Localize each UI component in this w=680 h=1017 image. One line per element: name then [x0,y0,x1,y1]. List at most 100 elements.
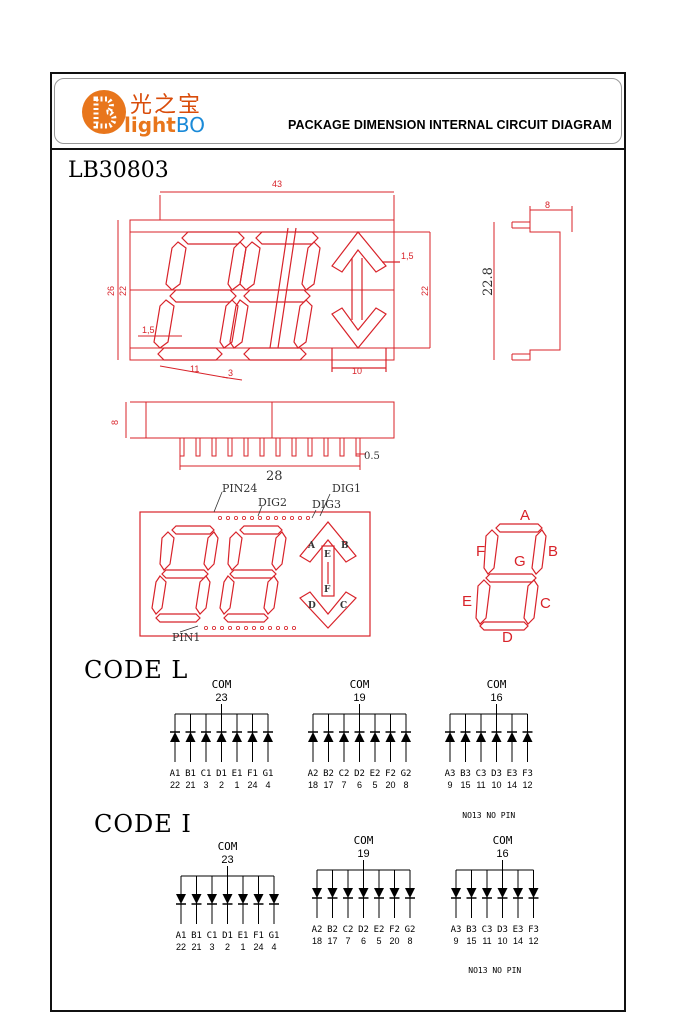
code-l-seg-D3: D3 [491,769,502,779]
code-l-pin-B1: 21 [185,780,195,790]
header-box [54,78,622,144]
code-l-diode-B3 [460,732,471,742]
code-i-seg-E1: E1 [238,931,249,941]
code-l-com-label-2: COM [350,678,370,691]
code-i-com-pin-2: 19 [357,848,369,860]
code-i-seg-F3: F3 [528,925,539,935]
bottom-view [125,401,395,470]
seg-label-a: A [520,507,530,524]
code-l-pin-D3: 10 [491,780,501,790]
code-l-diode-A2 [308,732,318,742]
dim-28-text: 28 [266,469,283,484]
top-digit-1 [153,231,247,361]
code-i-seg-G1: G1 [269,931,280,941]
top-digit-2 [229,227,321,361]
code-i-diode-E2 [374,888,384,898]
code-l-pin-E1: 1 [234,780,239,790]
code-i-com-label-2: COM [354,834,374,847]
code-l-com-pin-1: 23 [215,692,227,704]
dig3-label: DIG3 [312,498,341,511]
code-i-pin-B2: 17 [327,936,337,946]
code-l-diode-B1 [185,732,196,742]
code-l-diode-E2 [370,732,380,742]
segment-diagram [475,523,547,631]
logo-chinese-text: 光之宝 [130,93,203,118]
code-l-diode-F2 [385,732,396,742]
arrow-label-b: B [341,541,349,551]
code-i-diode-A2 [312,888,322,898]
code-l-diode-D3 [491,732,502,742]
code-i-com-label-3: COM [493,834,513,847]
dim-15-text: 1,5 [142,325,155,335]
code-l-diode-B2 [323,732,334,742]
code-l-seg-D1: D1 [216,769,227,779]
code-i-seg-E3: E3 [513,925,524,935]
code-i-pin-D3: 10 [497,936,507,946]
code-l-com-pin-3: 16 [490,692,502,704]
arrow-label-e: E [324,550,331,560]
code-l-seg-C2: C2 [339,769,350,779]
code-l-diode-F1 [247,732,258,742]
code-l-pin-F1: 24 [247,780,257,790]
code-l-pin-E3: 14 [507,780,517,790]
code-i-seg-D2: D2 [358,925,369,935]
code-i-pin-A3: 9 [453,936,458,946]
code-l-com-label-1: COM [212,678,232,691]
dim-26-text: 26 [106,286,116,296]
code-i-diode-E1 [238,894,248,904]
header-divider [50,148,626,150]
code-l-seg-B3: B3 [460,769,471,779]
pin-row [179,437,361,457]
code-i-pin-G2: 8 [407,936,412,946]
code-l-seg-D2: D2 [354,769,365,779]
code-l-seg-G1: G1 [263,769,274,779]
seg-label-f: F [476,543,485,560]
dim-side-8-text: 8 [545,200,550,210]
code-i-diode-F3 [528,888,539,898]
code-i-seg-B2: B2 [327,925,338,935]
code-l-pin-A1: 22 [170,780,180,790]
code-i-seg-E2: E2 [374,925,385,935]
code-i-pin-C3: 11 [482,936,491,946]
code-i-com-pin-1: 23 [221,854,233,866]
top-arrows [331,231,400,372]
code-i-com-label-1: COM [218,840,238,853]
code-i-diode-B2 [327,888,338,898]
pin1-label: PIN1 [172,631,200,644]
code-l-pin-D2: 6 [357,780,362,790]
code-i-diode-C2 [343,888,353,898]
dim-11-text: 11 [190,364,199,374]
code-i-seg-D3: D3 [497,925,508,935]
code-i-pin-F3: 12 [528,936,538,946]
code-l-seg-E2: E2 [370,769,381,779]
code-l-seg-F3: F3 [522,769,533,779]
code-i-diode-C1 [207,894,217,904]
dim-22-right-text: 22 [420,286,430,296]
code-i-pin-A1: 22 [176,942,186,952]
code-l-seg-C1: C1 [201,769,212,779]
code-i-diode-B1 [191,894,202,904]
code-i-seg-F1: F1 [253,931,264,941]
code-i-seg-A3: A3 [451,925,462,935]
code-i-diode-C3 [482,888,492,898]
seg-label-d: D [502,629,513,646]
dim-22-text: 22 [118,286,128,296]
arrow-label-c: C [340,601,347,611]
seg-label-b: B [548,543,558,560]
code-i-pin-C1: 3 [209,942,214,952]
code-i-note: NO13 NO PIN [468,966,521,975]
code-i-pin-D2: 6 [361,936,366,946]
code-l-pin-B3: 15 [460,780,470,790]
code-l-pin-C2: 7 [341,780,346,790]
code-i-seg-C2: C2 [343,925,354,935]
drawing-frame [50,72,626,1012]
code-l-diode-A3 [445,732,455,742]
dig1-label: DIG1 [332,482,361,495]
seg-label-g: G [514,553,526,570]
code-l-pin-G2: 8 [403,780,408,790]
dim-43-text: 43 [272,179,282,189]
code-i-pin-E2: 5 [376,936,381,946]
